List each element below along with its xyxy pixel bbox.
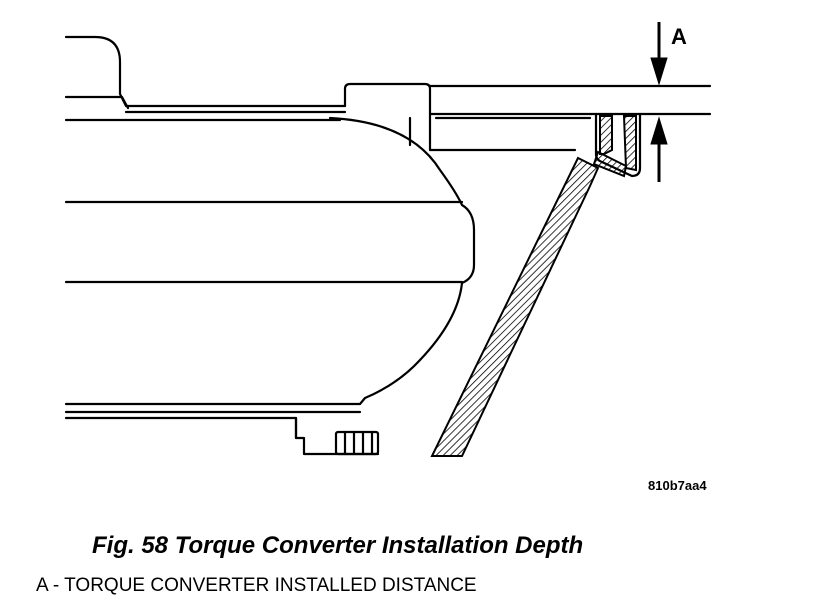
dimension-arrows [650, 22, 668, 182]
housing-lip [64, 95, 130, 110]
dimension-label-a: A [671, 24, 687, 49]
arrow-up-head [650, 116, 668, 145]
hatch-seal-left [599, 115, 613, 155]
converter-outer-profile [64, 116, 476, 406]
stepped-block [343, 82, 432, 152]
drawing-code: 810b7aa4 [648, 478, 707, 493]
arrow-down-head [650, 57, 668, 86]
nut-shape [334, 430, 380, 456]
housing-upper-left [64, 35, 347, 108]
hatch-seal-right [622, 115, 637, 172]
figure-caption: Fig. 58 Torque Converter Installation De… [92, 532, 584, 559]
torque-converter-diagram [64, 22, 712, 457]
hatched-sections [430, 115, 637, 457]
legend-item: A - TORQUE CONVERTER INSTALLED DISTANCE [36, 575, 477, 596]
hatch-diagonal-wall [430, 156, 600, 457]
hatch-seal-base [592, 150, 628, 178]
hub-outline [64, 416, 380, 456]
nut-threads [343, 430, 374, 456]
